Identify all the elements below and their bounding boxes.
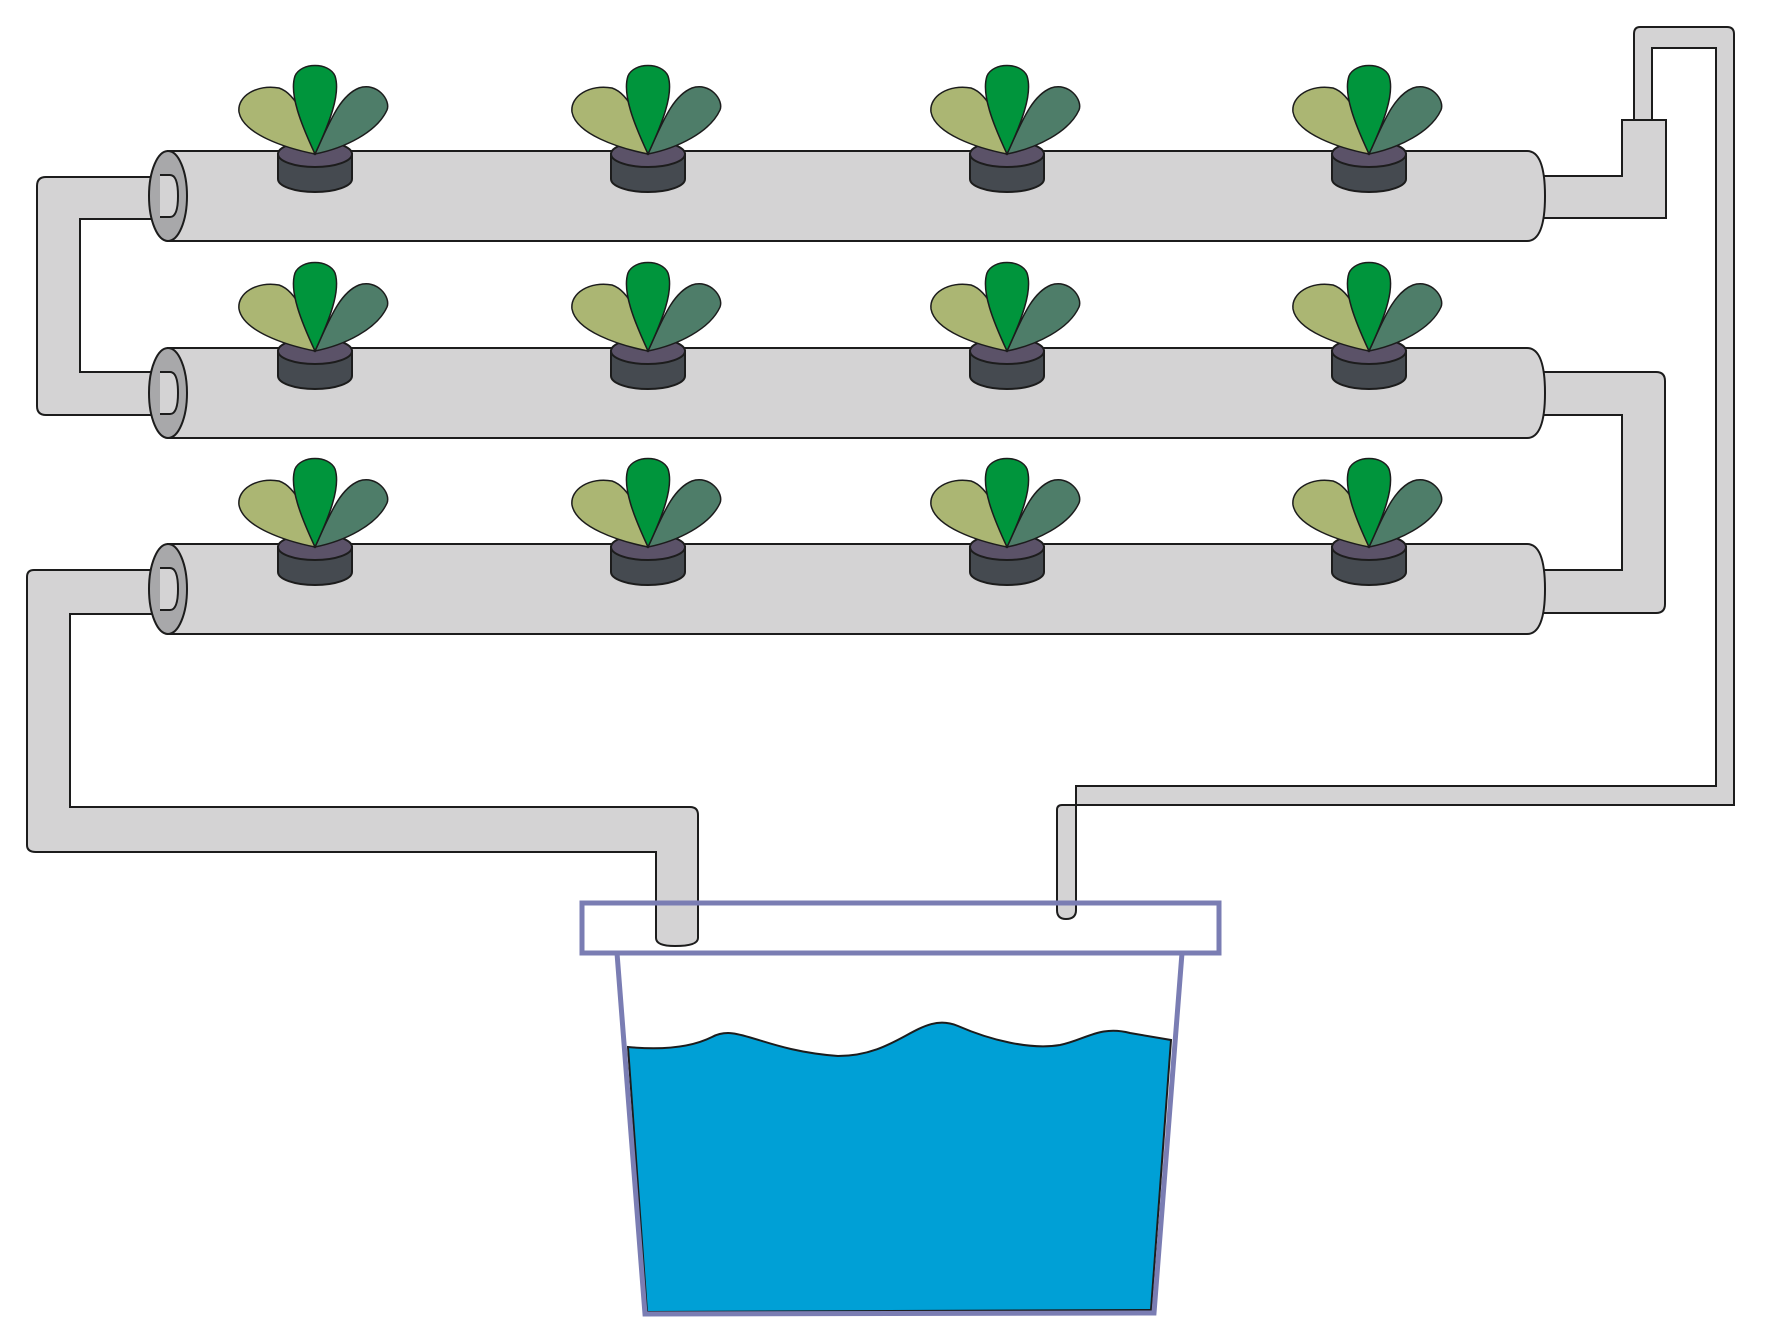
water	[626, 1021, 1173, 1314]
plant-3-4	[1292, 457, 1443, 586]
top-outlet-pipe	[1537, 119, 1667, 219]
return-pipe	[26, 569, 699, 948]
leaf-center	[984, 261, 1030, 353]
leaf-right	[1005, 479, 1081, 549]
leaf-right	[313, 86, 389, 156]
leaf-center	[625, 64, 671, 156]
reservoir-tank	[614, 952, 1185, 1317]
tube-body	[167, 150, 1547, 242]
plant-1-2	[571, 64, 722, 193]
plant-1-1	[238, 64, 389, 193]
leaf-right	[646, 86, 722, 156]
leaf-right	[1367, 479, 1443, 549]
grow-tube-row-3	[148, 543, 1547, 635]
leaf-right	[1367, 86, 1443, 156]
leaf-right	[1005, 283, 1081, 353]
leaf-center	[292, 64, 338, 156]
grow-tube-row-1	[148, 150, 1547, 242]
leaf-center	[625, 261, 671, 353]
plant-3-1	[238, 457, 389, 586]
leaf-right	[1367, 283, 1443, 353]
plant-2-3	[930, 261, 1081, 390]
leaf-center	[1346, 64, 1392, 156]
plant-1-4	[1292, 64, 1443, 193]
leaf-right	[1005, 86, 1081, 156]
leaf-center	[625, 457, 671, 549]
leaf-center	[1346, 261, 1392, 353]
plant-3-3	[930, 457, 1081, 586]
right-connector-pipe	[1534, 371, 1666, 614]
leaf-center	[292, 457, 338, 549]
leaf-right	[646, 283, 722, 353]
left-connector-pipe-top	[36, 176, 169, 416]
plant-2-4	[1292, 261, 1443, 390]
leaf-right	[313, 479, 389, 549]
leaf-right	[313, 283, 389, 353]
tube-body	[167, 347, 1547, 439]
tube-fitting	[160, 371, 180, 415]
plant-2-2	[571, 261, 722, 390]
reservoir-lid	[579, 900, 1222, 956]
leaf-right	[646, 479, 722, 549]
tube-fitting	[160, 567, 180, 611]
grow-tube-row-2	[148, 347, 1547, 439]
leaf-center	[984, 457, 1030, 549]
plant-3-2	[571, 457, 722, 586]
leaf-center	[292, 261, 338, 353]
tube-body	[167, 543, 1547, 635]
plant-1-3	[930, 64, 1081, 193]
leaf-center	[1346, 457, 1392, 549]
plant-2-1	[238, 261, 389, 390]
leaf-center	[984, 64, 1030, 156]
tube-fitting	[160, 174, 180, 218]
reservoir	[579, 900, 1222, 1317]
